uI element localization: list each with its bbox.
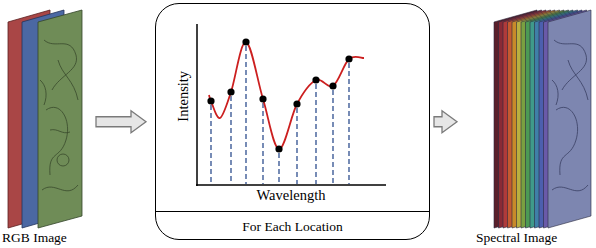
band-text: For Each Location [242,219,342,235]
rgb-stack [8,10,82,228]
location-band: For Each Location [156,211,429,239]
image-caption: RGB Image [2,230,67,246]
axis-label: Wavelength [257,188,326,203]
block-arrow [434,111,457,133]
axis-label: Intensity [176,71,191,122]
spectral-image-stack: Spectral Image [466,0,596,248]
process-box: For Each Location [155,3,430,240]
block-arrow [96,111,146,133]
rgb-image-stack: RGB Image [0,0,92,248]
image-caption: Spectral Image [476,230,557,246]
spectrum-plot [196,24,386,186]
spectral-stack [494,10,591,228]
